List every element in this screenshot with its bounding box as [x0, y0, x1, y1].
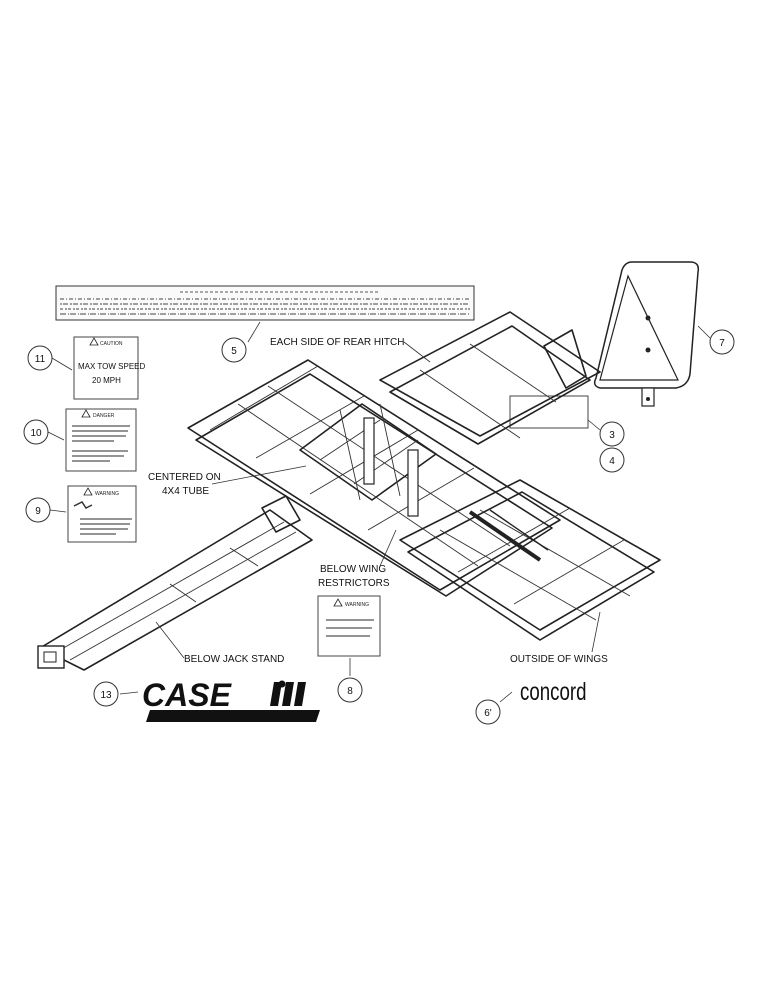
label-below-jack-stand: BELOW JACK STAND — [184, 654, 284, 665]
decal-10-danger: DANGER — [65, 408, 137, 472]
strip-decal — [55, 285, 475, 321]
callout-6-prime: 6' — [475, 699, 501, 725]
label-outside-of-wings: OUTSIDE OF WINGS — [510, 654, 608, 665]
callout-8: 8 — [337, 677, 363, 703]
callout-9: 9 — [25, 497, 51, 523]
callout-4: 4 — [599, 447, 625, 473]
warning-triangle-icon — [83, 487, 93, 496]
case-ih-logo: CASE — [142, 677, 320, 722]
svg-text:7: 7 — [719, 338, 725, 349]
decal-9-title: WARNING — [95, 491, 119, 497]
slow-moving-vehicle-emblem-icon — [593, 261, 700, 407]
callout-11: 11 — [27, 345, 53, 371]
decal-11-line2: 20 MPH — [92, 376, 121, 385]
decal-8-warning: WARNING — [317, 595, 381, 657]
warning-triangle-icon — [89, 337, 99, 346]
decal-9-warning: WARNING — [67, 485, 137, 543]
callout-10: 10 — [23, 419, 49, 445]
decal-11-max-tow-speed: CAUTION MAX TOW SPEED 20 MPH — [73, 336, 145, 400]
svg-text:8: 8 — [347, 686, 353, 697]
svg-text:13: 13 — [100, 690, 112, 701]
callout-13: 13 — [93, 681, 119, 707]
decal-8-title: WARNING — [345, 602, 369, 608]
decal-11-line1: MAX TOW SPEED — [78, 362, 145, 371]
label-centered-on-line1: CENTERED ON — [148, 472, 221, 483]
svg-text:11: 11 — [35, 354, 46, 365]
label-each-side-rear-hitch: EACH SIDE OF REAR HITCH — [270, 337, 404, 348]
warning-triangle-icon — [81, 409, 91, 418]
ih-mark — [270, 680, 306, 706]
svg-text:5: 5 — [231, 346, 237, 357]
label-below-wing-line2: RESTRICTORS — [318, 578, 390, 589]
svg-text:6': 6' — [484, 708, 492, 719]
label-below-wing-line1: BELOW WING — [320, 564, 386, 575]
callout-7: 7 — [709, 329, 735, 355]
decal-3-4-blank — [509, 395, 589, 429]
svg-text:3: 3 — [609, 430, 615, 441]
svg-text:4: 4 — [609, 456, 615, 467]
concord-logo-text: concord — [520, 677, 586, 705]
case-logo-text: CASE — [142, 677, 233, 713]
decal-10-title: DANGER — [93, 413, 115, 419]
decal-11-title: CAUTION — [100, 341, 123, 347]
svg-text:9: 9 — [35, 506, 41, 517]
leader-lines — [47, 321, 711, 703]
callout-5: 5 — [221, 337, 247, 363]
callout-3: 3 — [599, 421, 625, 447]
label-centered-on-line2: 4X4 TUBE — [162, 486, 209, 497]
implement-frame — [37, 311, 661, 671]
svg-text:10: 10 — [30, 428, 42, 439]
warning-triangle-icon — [333, 598, 343, 607]
